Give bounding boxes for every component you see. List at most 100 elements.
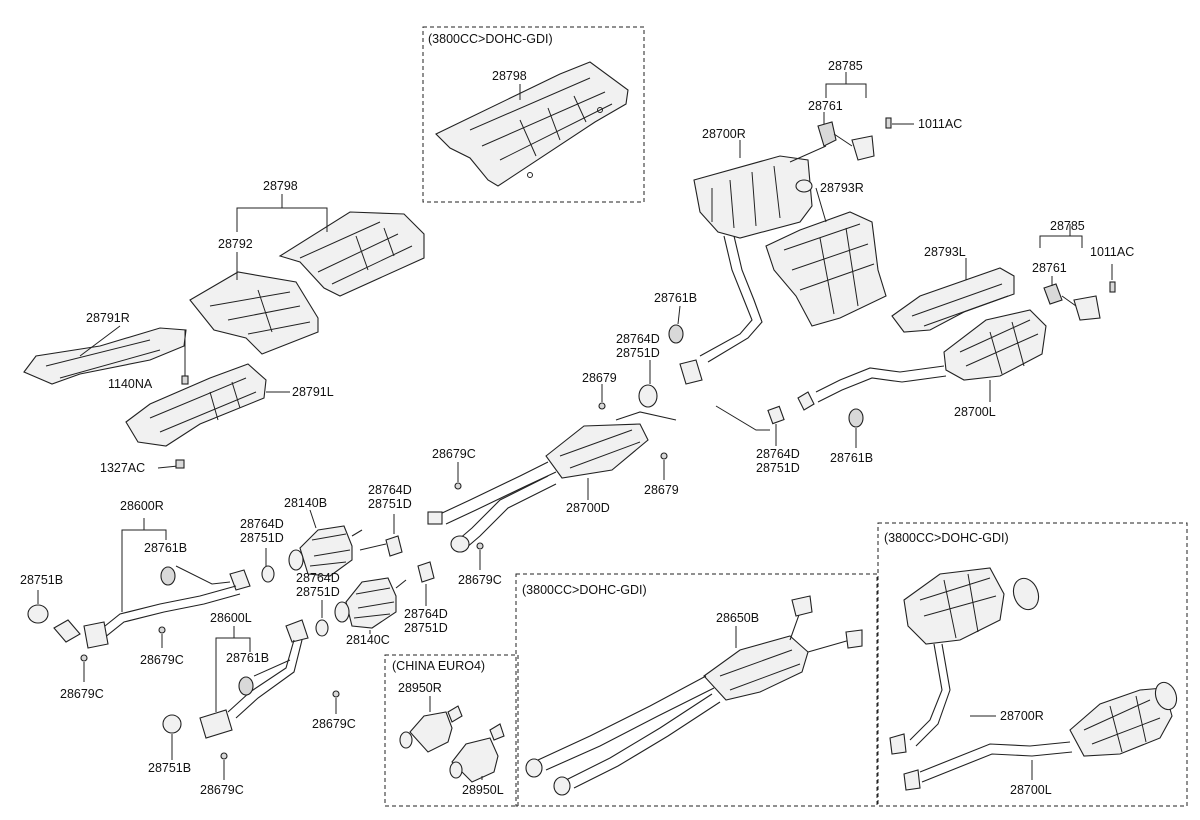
part-label-28751D-b: 28751D xyxy=(368,497,412,511)
bolt-1011AC-top xyxy=(885,117,892,129)
part-label-28785-top: 28785 xyxy=(828,59,863,73)
part-label-28751D-rear: 28751D xyxy=(756,461,800,475)
part-label-28751D-mid: 28751D xyxy=(616,346,660,360)
gasket-28751B-a xyxy=(27,604,49,624)
leader-line xyxy=(815,187,827,223)
part-label-28679-a: 28679 xyxy=(582,371,617,385)
catalytic-converter-28140B xyxy=(288,525,363,577)
catalytic-converter-28950L xyxy=(449,723,505,783)
bracket-28798 xyxy=(236,194,328,232)
hanger-28761-right xyxy=(1043,283,1101,321)
inset-box-center-muffler xyxy=(515,573,878,807)
bolt-1011AC-right xyxy=(1109,281,1116,293)
inset-box-rear-muffler xyxy=(877,522,1188,807)
part-label-28679C-b: 28679C xyxy=(60,687,104,701)
heat-protector-28798-inset xyxy=(435,61,629,187)
gasket-28764D-mid xyxy=(638,384,658,408)
center-muffler-28700D xyxy=(439,411,677,549)
leader-line xyxy=(715,405,770,431)
catalytic-converter-28950R xyxy=(399,705,463,753)
muffler-28700L-inset xyxy=(903,681,1178,791)
bracket-28785-right xyxy=(1039,224,1083,248)
bracket-28600L xyxy=(215,637,251,712)
part-label-28761-top: 28761 xyxy=(808,99,843,113)
part-label-28764D-d: 28764D xyxy=(296,571,340,585)
part-label-28679C-a: 28679C xyxy=(432,447,476,461)
part-label-28798: 28798 xyxy=(263,179,298,193)
flange-center-r xyxy=(450,535,470,553)
part-label-28700R-inset: 28700R xyxy=(1000,709,1044,723)
part-label-1011AC-right: 1011AC xyxy=(1090,245,1134,259)
part-label-28764D-mid: 28764D xyxy=(616,332,660,346)
part-label-28793R: 28793R xyxy=(820,181,864,195)
bracket-28785-top xyxy=(825,72,867,98)
inset-box-heat-protector xyxy=(422,26,645,203)
part-label-28793L: 28793L xyxy=(924,245,966,259)
inset-title-3800cc-a: (3800CC>DOHC-GDI) xyxy=(428,32,553,46)
leader-line xyxy=(157,465,179,469)
leader-line xyxy=(359,543,387,551)
nut-1327AC xyxy=(175,459,185,469)
flange-center-l xyxy=(427,511,443,525)
catalytic-converter-28140C xyxy=(334,577,407,629)
part-label-1011AC-top: 1011AC xyxy=(918,117,962,131)
part-label-28761B-b: 28761B xyxy=(226,651,269,665)
hanger-28761B-b xyxy=(238,676,254,696)
nut-28679C-d xyxy=(476,542,484,550)
muffler-28700R-inset xyxy=(889,567,1040,755)
part-label-28600R: 28600R xyxy=(120,499,164,513)
inset-title-china-euro4: (CHINA EURO4) xyxy=(392,659,485,673)
part-label-28600L: 28600L xyxy=(210,611,252,625)
inset-title-3800cc-c: (3800CC>DOHC-GDI) xyxy=(884,531,1009,545)
part-label-1327AC: 1327AC xyxy=(100,461,145,475)
part-label-28140C: 28140C xyxy=(346,633,390,647)
part-label-28950L: 28950L xyxy=(462,783,504,797)
leader-line xyxy=(677,305,681,325)
heat-protector-28793R xyxy=(765,211,887,327)
gasket-28764D-rear xyxy=(767,405,785,425)
part-label-28764D-b: 28764D xyxy=(368,483,412,497)
part-label-28785-right: 28785 xyxy=(1050,219,1085,233)
part-label-28761B-rear: 28761B xyxy=(830,451,873,465)
heat-protector-28793L xyxy=(891,267,1015,333)
nut-28679-b xyxy=(660,452,668,460)
part-label-28679C-d: 28679C xyxy=(458,573,502,587)
part-label-28751B-b: 28751B xyxy=(148,761,191,775)
part-label-28791L: 28791L xyxy=(292,385,334,399)
part-label-28650B: 28650B xyxy=(716,611,759,625)
heat-protector-28791R xyxy=(23,327,187,385)
part-label-28761B-a: 28761B xyxy=(144,541,187,555)
nut-28679C-c xyxy=(158,626,166,634)
muffler-28700L xyxy=(815,309,1047,403)
part-label-28764D-rear: 28764D xyxy=(756,447,800,461)
part-label-28761-right: 28761 xyxy=(1032,261,1067,275)
heat-protector-28792 xyxy=(278,211,425,297)
leader-line xyxy=(79,325,121,357)
center-muffler-28650B-inset xyxy=(525,595,863,796)
part-label-28751D-e: 28751D xyxy=(404,621,448,635)
hanger-28761B-mid xyxy=(668,324,684,344)
part-label-28679C-f: 28679C xyxy=(200,783,244,797)
gasket-28764D-b xyxy=(385,535,403,557)
front-pipe-28600R xyxy=(53,569,251,649)
hanger-28761B-a xyxy=(160,566,176,586)
nut-28679C-f xyxy=(220,752,228,760)
muffler-28700R xyxy=(693,155,813,363)
part-label-28791R: 28791R xyxy=(86,311,130,325)
leader-line xyxy=(253,659,291,677)
part-label-28700L: 28700L xyxy=(954,405,996,419)
part-label-28950R: 28950R xyxy=(398,681,442,695)
part-label-28700L-inset: 28700L xyxy=(1010,783,1052,797)
nut-28679C-b xyxy=(80,654,88,662)
part-label-28679-b: 28679 xyxy=(644,483,679,497)
hanger-28761-top xyxy=(789,121,875,163)
inset-box-china-euro4 xyxy=(384,654,519,807)
nut-28679-a xyxy=(598,402,606,410)
part-label-28140B: 28140B xyxy=(284,496,327,510)
gasket-28764D-d xyxy=(315,619,329,637)
part-label-1140NA: 1140NA xyxy=(108,377,153,391)
front-pipe-28600L xyxy=(162,619,309,739)
part-label-28764D-c: 28764D xyxy=(240,517,284,531)
